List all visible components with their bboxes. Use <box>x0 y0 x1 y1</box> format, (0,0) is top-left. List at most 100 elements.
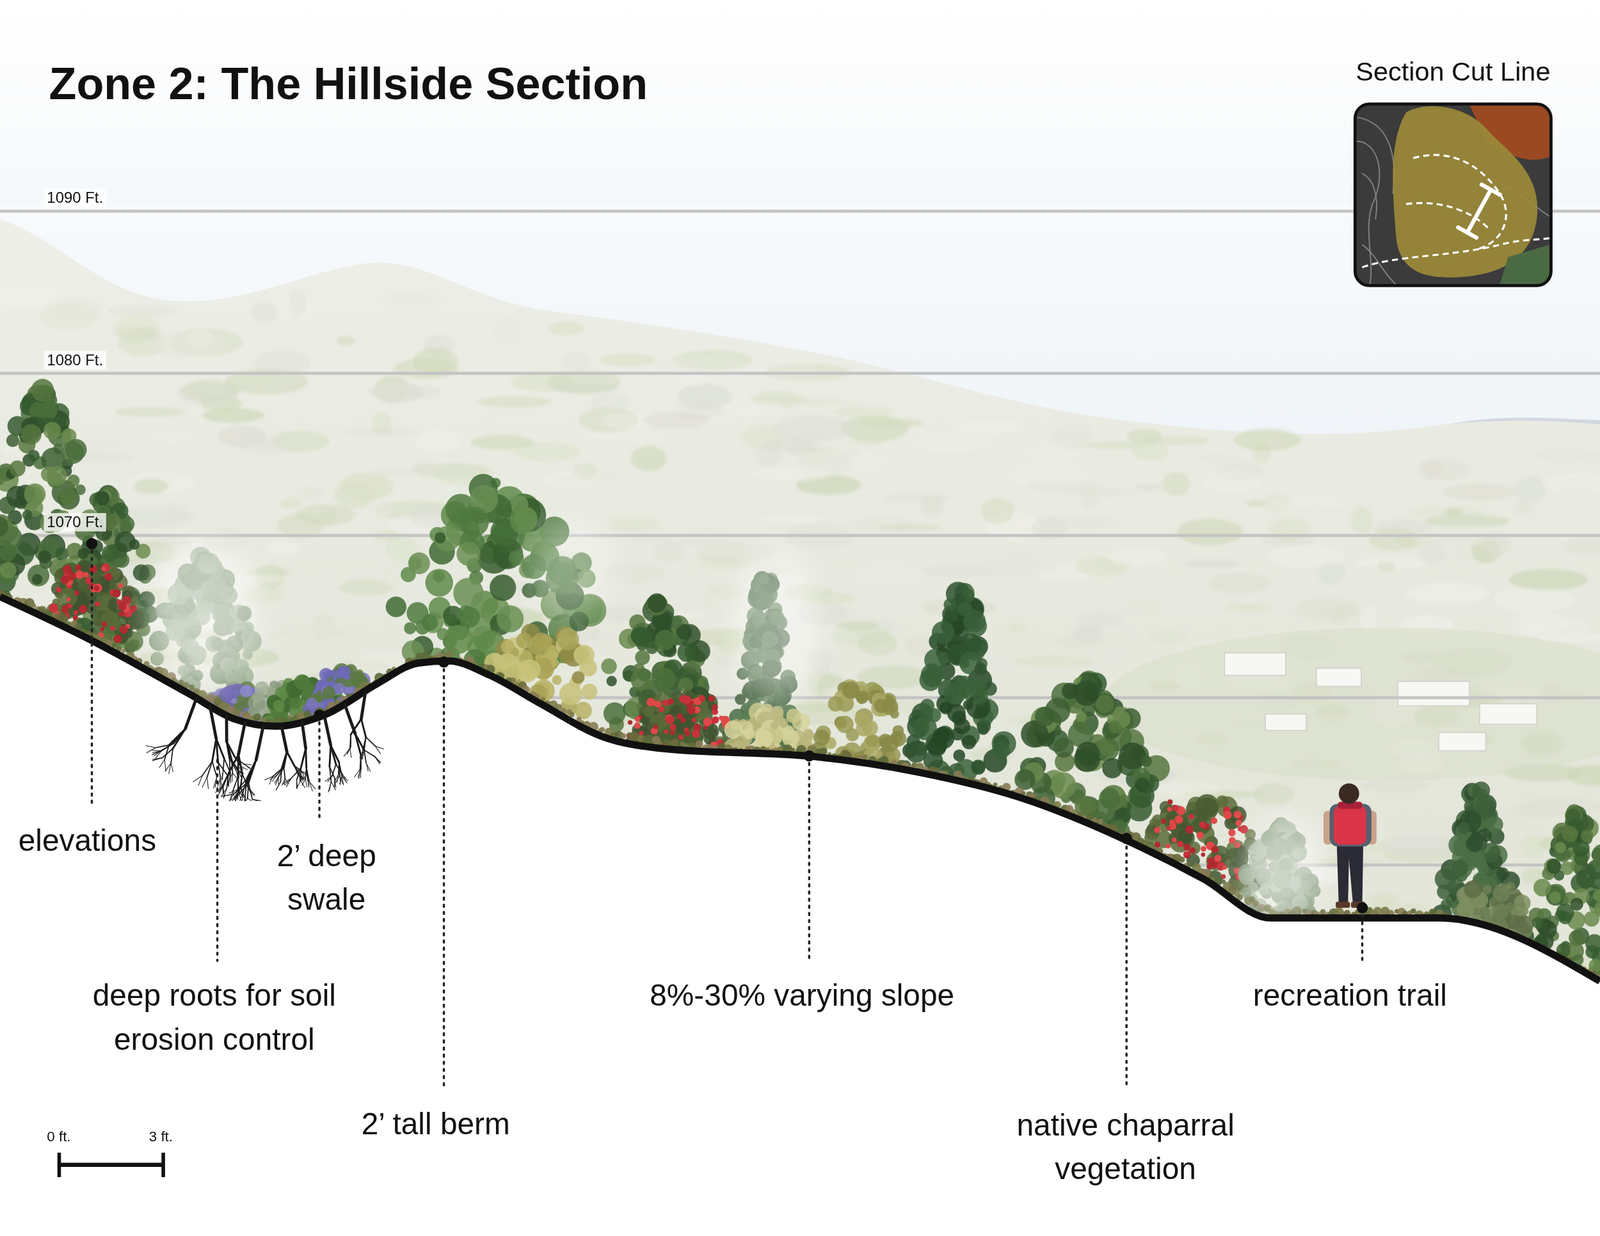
foliage <box>434 526 461 552</box>
foliage <box>101 545 119 562</box>
foliage <box>691 729 701 738</box>
foliage <box>510 507 537 535</box>
foliage <box>654 700 662 708</box>
foliage <box>646 698 655 707</box>
foliage <box>443 625 473 655</box>
foliage <box>571 671 585 685</box>
foliage <box>881 735 899 752</box>
foliage <box>113 634 122 644</box>
foliage <box>403 622 416 635</box>
foliage <box>118 583 124 589</box>
foliage <box>458 506 489 537</box>
foliage <box>74 570 84 580</box>
foliage <box>559 682 582 706</box>
elevation-line <box>0 534 1600 538</box>
foliage <box>691 718 697 723</box>
foliage <box>77 547 89 559</box>
foliage <box>322 686 336 701</box>
foliage <box>240 685 253 699</box>
foliage <box>94 585 100 592</box>
foliage <box>66 597 71 602</box>
foliage <box>118 602 127 611</box>
foliage <box>658 706 665 713</box>
foliage <box>0 561 17 579</box>
foliage <box>637 668 651 682</box>
foliage <box>112 589 121 598</box>
foliage <box>305 697 318 710</box>
foliage <box>708 695 715 702</box>
foliage <box>61 441 84 464</box>
foliage <box>83 572 89 578</box>
foliage <box>0 471 6 486</box>
foliage <box>456 542 480 566</box>
foliage <box>74 590 80 596</box>
foliage <box>133 564 150 582</box>
foliage <box>322 671 332 681</box>
elevation-line <box>0 371 1600 376</box>
foliage <box>647 593 667 613</box>
foliage <box>743 728 756 740</box>
foliage <box>573 645 595 667</box>
foliage <box>95 491 110 506</box>
foliage <box>294 674 310 690</box>
foliage <box>634 716 640 722</box>
foliage <box>755 730 774 749</box>
foliage <box>78 604 88 614</box>
foliage <box>711 704 719 712</box>
foliage <box>653 724 658 729</box>
foliage <box>67 474 80 488</box>
foliage <box>118 611 125 617</box>
foliage <box>804 730 815 741</box>
foliage <box>489 574 516 601</box>
foliage <box>670 724 677 731</box>
foliage <box>643 705 655 718</box>
foliage <box>718 716 724 721</box>
foliage <box>100 611 119 630</box>
foliage <box>458 607 480 628</box>
foliage <box>55 586 62 593</box>
foliage <box>520 659 541 681</box>
foliage <box>385 596 407 617</box>
foliage <box>606 675 617 687</box>
foliage <box>453 577 484 608</box>
foliage <box>508 550 525 566</box>
foliage <box>101 622 107 628</box>
foliage <box>663 729 669 735</box>
foliage <box>58 487 77 505</box>
foliage <box>30 401 45 417</box>
foliage <box>272 700 285 712</box>
foliage <box>678 734 684 740</box>
foliage <box>574 702 592 720</box>
foliage <box>101 563 110 573</box>
foliage <box>546 649 559 662</box>
foliage <box>74 484 86 496</box>
foliage <box>32 574 43 585</box>
foliage <box>676 713 683 720</box>
foliage <box>667 698 674 706</box>
foliage <box>110 625 116 632</box>
haze <box>0 204 1600 1236</box>
foliage <box>556 628 580 651</box>
foliage <box>67 604 73 609</box>
foliage <box>855 691 869 704</box>
foliage <box>770 705 784 720</box>
foliage <box>501 640 515 654</box>
foliage <box>665 716 674 725</box>
foliage <box>88 565 97 573</box>
foliage <box>677 677 694 694</box>
foliage <box>670 730 676 736</box>
foliage <box>43 421 61 440</box>
foliage <box>119 625 128 634</box>
foliage <box>638 730 644 736</box>
foliage <box>337 666 347 675</box>
foliage <box>496 605 524 633</box>
foliage <box>37 550 52 564</box>
foliage <box>702 723 719 740</box>
foliage <box>337 665 351 679</box>
foliage <box>94 601 100 607</box>
foliage <box>828 696 844 712</box>
foliage <box>256 691 265 701</box>
foliage <box>723 720 743 740</box>
foliage <box>46 465 67 486</box>
